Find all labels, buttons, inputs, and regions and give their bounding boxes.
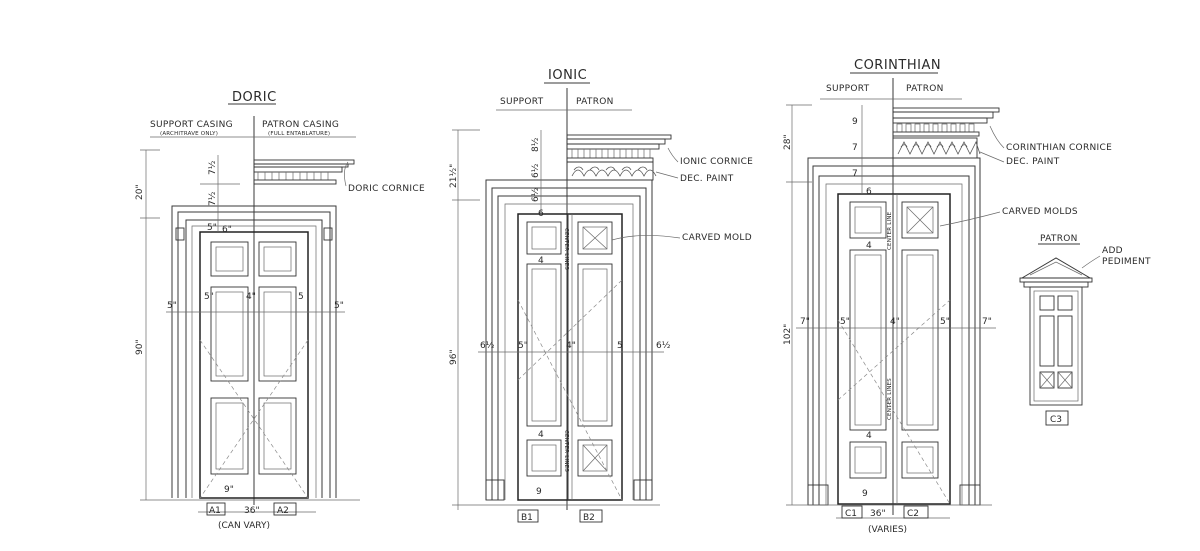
corinthian-dim-7-b: 7 xyxy=(852,169,858,179)
doric-elevation: DORIC SUPPORT CASING (ARCHITRAVE ONLY) P… xyxy=(135,90,425,531)
ionic-dec-paint-label: DEC. PAINT xyxy=(680,174,734,184)
ionic-dim-8-half: 8½ xyxy=(531,137,541,152)
corinthian-title: CORINTHIAN xyxy=(854,58,941,73)
doric-dim-width: 36" xyxy=(244,506,260,516)
patron-detail-note-1: ADD xyxy=(1102,246,1123,256)
doric-support-casing-note: (ARCHITRAVE ONLY) xyxy=(160,131,218,137)
ionic-dim-6-half-a: 6½ xyxy=(531,163,541,178)
ionic-carved-mold-label: CARVED MOLD xyxy=(682,233,752,243)
doric-dim-casing-right: 5" xyxy=(334,301,344,311)
corinthian-support-label: SUPPORT xyxy=(826,84,870,94)
corinthian-elevation: CORINTHIAN SUPPORT PATRON CORINTHIAN COR… xyxy=(783,58,1112,535)
ionic-cornice-label: IONIC CORNICE xyxy=(680,157,753,167)
corinthian-dim-7-top: 7 xyxy=(852,143,858,153)
corinthian-casing xyxy=(807,157,981,506)
corinthian-tag-c1: C1 xyxy=(845,509,857,519)
doric-dim-rail-left: 5" xyxy=(207,223,217,233)
doric-dim-height-upper: 20" xyxy=(135,184,145,200)
corinthian-tag-c2: C2 xyxy=(907,509,919,519)
doric-cornice-label: DORIC CORNICE xyxy=(348,184,425,194)
doric-patron-casing-label: PATRON CASING xyxy=(262,120,339,130)
doric-dim-casing-left: 5" xyxy=(167,301,177,311)
ionic-mullion-text-2: CENTER LINES xyxy=(563,430,569,472)
corinthian-dim-stile-left: 5" xyxy=(840,317,850,327)
doric-support-casing-label: SUPPORT CASING xyxy=(150,120,233,130)
ionic-dim-height-upper: 21½" xyxy=(449,164,459,188)
ionic-tag-b2: B2 xyxy=(583,513,595,523)
corinthian-dim-bottom: 9 xyxy=(862,489,868,499)
ionic-title: IONIC xyxy=(548,68,587,83)
corinthian-dim-4-b: 4 xyxy=(866,431,872,441)
doric-title: DORIC xyxy=(232,90,277,105)
corinthian-dim-height-upper: 28" xyxy=(783,134,793,150)
patron-detail-tag-c3: C3 xyxy=(1050,415,1062,425)
ionic-dim-stile-left: 5" xyxy=(518,341,528,351)
doric-dim-bottom: 9" xyxy=(224,485,234,495)
corinthian-dim-stile-right: 5" xyxy=(940,317,950,327)
corinthian-dim-width: 36" xyxy=(870,509,886,519)
corinthian-mullion-text-1: CENTER LINE xyxy=(887,211,893,250)
doric-casing xyxy=(171,205,337,498)
ionic-dim-center: 4" xyxy=(566,341,576,351)
ionic-dim-6-half-b: 6½ xyxy=(531,187,541,202)
doric-tag-a1: A1 xyxy=(209,506,221,516)
patron-detail-title: PATRON xyxy=(1040,234,1078,244)
ionic-double-door: CENTER LINES CENTER LINES xyxy=(517,213,623,501)
doric-door-panel xyxy=(199,231,309,499)
corinthian-patron-label: PATRON xyxy=(906,84,944,94)
ionic-dim-top-rail: 6 xyxy=(538,209,544,219)
ionic-cornice xyxy=(566,134,672,181)
ionic-mullion-text-1: CENTER LINES xyxy=(563,228,569,270)
doric-tag-a2: A2 xyxy=(277,506,289,516)
doric-dim-rail-right: 6" xyxy=(222,225,232,235)
doric-cornice xyxy=(253,159,355,185)
corinthian-dim-6: 6 xyxy=(866,187,872,197)
corinthian-width-note: (VARIES) xyxy=(868,525,907,535)
ionic-dim-casing-left: 6½ xyxy=(480,341,495,351)
corinthian-dim-9: 9 xyxy=(852,117,858,127)
ionic-dim-height-main: 96" xyxy=(449,349,459,365)
ionic-tag-b1: B1 xyxy=(521,513,533,523)
doric-width-note: (CAN VARY) xyxy=(218,521,270,531)
corinthian-dim-casing-right: 7" xyxy=(982,317,992,327)
ionic-elevation: IONIC SUPPORT PATRON IONIC CORN xyxy=(449,68,753,523)
corinthian-dim-height-main: 102" xyxy=(783,324,793,345)
patron-detail-note-2: PEDIMENT xyxy=(1102,257,1151,267)
corinthian-double-door: CENTER LINE CENTER LINES xyxy=(837,193,951,505)
ionic-dim-stile-right: 5 xyxy=(617,341,623,351)
corinthian-carved-molds-label: CARVED MOLDS xyxy=(1002,207,1078,217)
ionic-dim-rail-4: 4 xyxy=(538,256,544,266)
doric-dim-mid-right: 5 xyxy=(298,292,304,302)
corinthian-dim-4-a: 4 xyxy=(866,241,872,251)
doric-dim-casing-top: 7½ xyxy=(208,191,218,206)
doric-dim-7-half: 7½ xyxy=(208,160,218,175)
ionic-dim-casing-right: 6½ xyxy=(656,341,671,351)
corinthian-dec-paint-label: DEC. PAINT xyxy=(1006,157,1060,167)
corinthian-cornice xyxy=(892,107,1000,159)
corinthian-mullion-text-2: CENTER LINES xyxy=(887,378,893,420)
doric-dim-mid-center: 4" xyxy=(246,292,256,302)
ionic-dim-rail-4b: 4 xyxy=(538,430,544,440)
corinthian-dim-casing-left: 7" xyxy=(800,317,810,327)
corinthian-cornice-label: CORINTHIAN CORNICE xyxy=(1006,143,1112,153)
patron-pediment-detail: PATRON ADD PEDIMENT C3 xyxy=(1019,234,1151,426)
ionic-dim-bottom: 9 xyxy=(536,487,542,497)
doric-dim-height-main: 90" xyxy=(135,339,145,355)
corinthian-dim-center: 4" xyxy=(890,317,900,327)
doric-patron-casing-note: (FULL ENTABLATURE) xyxy=(268,131,330,137)
ionic-support-label: SUPPORT xyxy=(500,97,544,107)
doric-dim-mid-left: 5" xyxy=(204,292,214,302)
ionic-patron-label: PATRON xyxy=(576,97,614,107)
